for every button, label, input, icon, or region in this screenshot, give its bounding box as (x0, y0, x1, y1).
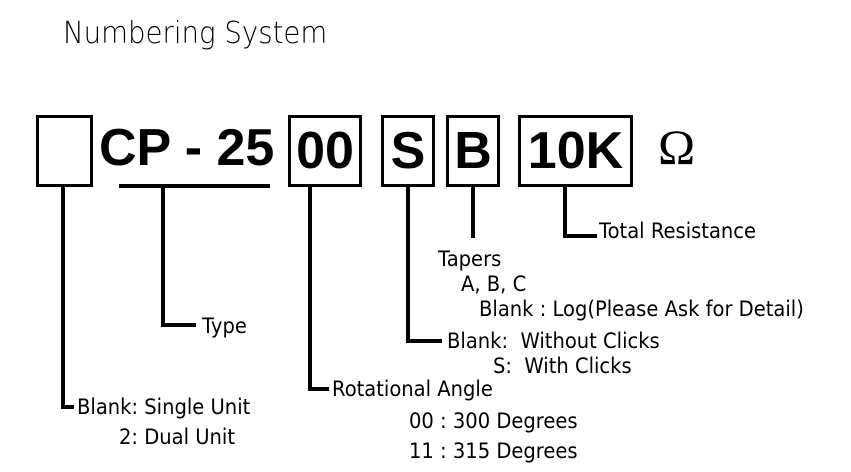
resistance-connector-horizontal (563, 234, 597, 238)
resistance-label: Total Resistance (599, 219, 757, 243)
resistance-code-box: 10K (518, 115, 633, 187)
resistance-connector-vertical (563, 187, 567, 238)
unit-connector-horizontal (61, 405, 74, 409)
taper-label: Tapers (438, 247, 502, 271)
clicks-code-box: S (381, 115, 435, 187)
type-label: Type (202, 314, 247, 338)
unit-label-blank: Blank: Single Unit (77, 395, 251, 419)
page-title: Numbering System (63, 16, 328, 51)
taper-code-box: B (446, 115, 500, 187)
unit-option-2: 2: Dual Unit (119, 425, 235, 449)
taper-connector-vertical (471, 187, 475, 238)
clicks-connector-horizontal (406, 339, 442, 343)
taper-option-abc: A, B, C (461, 272, 527, 296)
angle-code-value: 00 (296, 122, 354, 180)
angle-code-box: 00 (288, 115, 362, 187)
type-connector-horizontal (161, 323, 196, 327)
angle-option-11: 11 : 315 Degrees (409, 439, 578, 463)
angle-option-00: 00 : 300 Degrees (409, 409, 578, 433)
unit-code-box (36, 115, 93, 187)
clicks-option-s: S: With Clicks (493, 354, 632, 378)
angle-label: Rotational Angle (332, 377, 493, 401)
clicks-code-value: S (390, 122, 426, 180)
type-connector-vertical (161, 186, 165, 327)
resistance-code-value: 10K (527, 122, 624, 180)
angle-connector-vertical (308, 187, 312, 391)
unit-connector-vertical (61, 187, 65, 409)
clicks-connector-vertical (406, 187, 410, 343)
ohm-symbol: Ω (658, 119, 696, 175)
type-code-text: CP - 25 (99, 119, 275, 177)
taper-option-blank: Blank : Log(Please Ask for Detail) (479, 297, 804, 321)
angle-connector-horizontal (308, 387, 329, 391)
type-underline (119, 184, 270, 188)
clicks-label-blank: Blank: Without Clicks (447, 329, 660, 353)
taper-code-value: B (454, 122, 492, 180)
